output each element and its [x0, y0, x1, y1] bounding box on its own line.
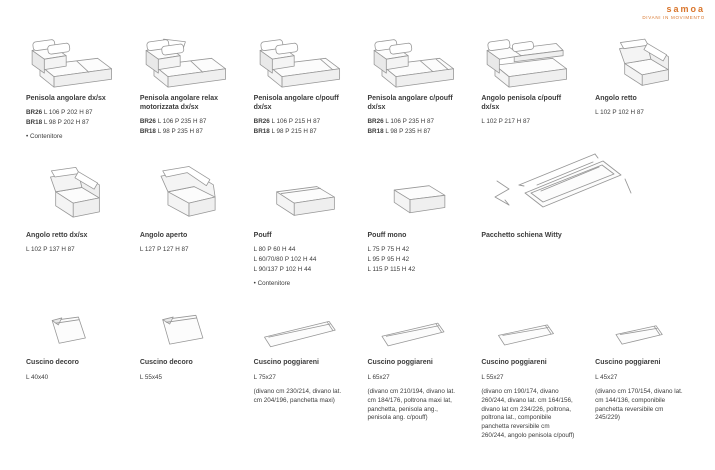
cuscino-poggiareni-illustration — [595, 308, 693, 352]
product-title: Penisola angolare relax motorizzata dx/s… — [139, 95, 219, 112]
product-title: Cuscino poggiareni — [253, 359, 319, 367]
card-cuscino-decoro-40: Cuscino decoro L 40x40 — [26, 308, 134, 440]
card-penisola-pouff-1: Penisola angolare c/pouff dx/sx BR26 L 1… — [254, 30, 362, 141]
product-note: (divano cm 210/194, divano lat. cm 184/1… — [367, 388, 456, 422]
product-specs: L 40x40 — [26, 373, 49, 381]
product-title: Penisola angolare dx/sx — [26, 95, 106, 102]
cuscino-poggiareni-illustration — [368, 308, 466, 352]
angolo-retto-dxsx-illustration — [26, 153, 124, 225]
product-note: (divano cm 170/154, divano lat. cm 144/1… — [595, 388, 683, 422]
cuscino-decoro-illustration — [140, 308, 238, 352]
card-angolo-aperto: Angolo aperto L 127 P 127 H 87 — [140, 153, 248, 288]
product-note: (divano cm 190/174, divano 260/244, diva… — [481, 388, 575, 439]
pouff-illustration — [254, 153, 352, 225]
product-title: Penisola angolare c/pouff dx/sx — [253, 95, 339, 112]
angolo-retto-illustration — [595, 30, 693, 88]
card-cuscino-decoro-55: Cuscino decoro L 55x45 — [140, 308, 248, 440]
cuscino-poggiareni-illustration — [254, 308, 352, 352]
card-cuscino-poggiareni-45: Cuscino poggiareni L 45x27 (divano cm 17… — [595, 308, 703, 440]
product-title: Pouff — [253, 232, 272, 240]
card-penisola-relax: Penisola angolare relax motorizzata dx/s… — [140, 30, 248, 141]
product-title: Angolo penisola c/pouff dx/sx — [481, 95, 562, 112]
angolo-penisola-illustration — [481, 30, 579, 88]
product-specs: L 127 P 127 H 87 — [139, 246, 189, 254]
product-row-1: Penisola angolare dx/sx BR26 L 106 P 202… — [0, 30, 715, 141]
product-title: Penisola angolare c/pouff dx/sx — [367, 95, 453, 112]
product-title: Angolo retto — [595, 95, 637, 102]
product-specs: L 102 P 102 H 87 — [595, 109, 644, 117]
product-specs: L 55x45 — [139, 373, 163, 381]
product-title: Cuscino poggiareni — [481, 359, 547, 367]
card-angolo-retto: Angolo retto L 102 P 102 H 87 — [595, 30, 703, 141]
pacchetto-schiena-illustration — [481, 153, 693, 225]
cuscino-decoro-illustration — [26, 308, 124, 352]
penisola-angolare-illustration — [26, 30, 124, 88]
card-angolo-penisola-pouff: Angolo penisola c/pouff dx/sx L 102 P 21… — [481, 30, 589, 141]
brand-tagline: DIVANI IN MOVIMENTO — [642, 15, 705, 21]
product-specs: L 102 P 137 H 87 — [26, 246, 75, 254]
product-row-2: Angolo retto dx/sx L 102 P 137 H 87 Ango… — [0, 153, 715, 288]
product-note: (divano cm 230/214, divano lat. cm 204/1… — [253, 388, 342, 404]
card-angolo-retto-dxsx: Angolo retto dx/sx L 102 P 137 H 87 — [26, 153, 134, 288]
penisola-pouff-illustration — [254, 30, 352, 88]
card-cuscino-poggiareni-75: Cuscino poggiareni L 75x27 (divano cm 23… — [254, 308, 362, 440]
card-cuscino-poggiareni-65: Cuscino poggiareni L 65x27 (divano cm 21… — [368, 308, 476, 440]
penisola-relax-illustration — [140, 30, 238, 88]
penisola-pouff-illustration — [368, 30, 466, 88]
cuscino-poggiareni-illustration — [481, 308, 579, 352]
product-title: Angolo aperto — [139, 232, 188, 240]
product-row-3: Cuscino decoro L 40x40 Cuscino decoro L … — [0, 308, 715, 440]
card-penisola-angolare: Penisola angolare dx/sx BR26 L 106 P 202… — [26, 30, 134, 141]
brand-logo: samoa DIVANI IN MOVIMENTO — [642, 4, 705, 21]
product-title: Pouff mono — [367, 232, 407, 240]
product-specs: L 75x27 — [253, 373, 276, 381]
product-title: Cuscino poggiareni — [367, 359, 433, 367]
product-specs: L 65x27 — [367, 373, 390, 381]
product-title: Pacchetto schiena Witty — [481, 232, 562, 240]
product-title: Cuscino decoro — [26, 359, 79, 367]
brand-name: samoa — [666, 4, 705, 14]
card-cuscino-poggiareni-55: Cuscino poggiareni L 55x27 (divano cm 19… — [481, 308, 589, 440]
product-title: Cuscino poggiareni — [595, 359, 661, 367]
card-penisola-pouff-2: Penisola angolare c/pouff dx/sx BR26 L 1… — [368, 30, 476, 141]
card-pacchetto-schiena-witty: Pacchetto schiena Witty — [481, 153, 703, 288]
product-title: Angolo retto dx/sx — [26, 232, 88, 240]
product-title: Cuscino decoro — [139, 359, 193, 367]
product-specs: L 55x27 — [481, 373, 504, 381]
product-specs: L 45x27 — [595, 373, 618, 381]
product-specs: L 102 P 217 H 87 — [481, 118, 530, 126]
angolo-aperto-illustration — [140, 153, 238, 225]
pouff-mono-illustration — [368, 153, 466, 225]
